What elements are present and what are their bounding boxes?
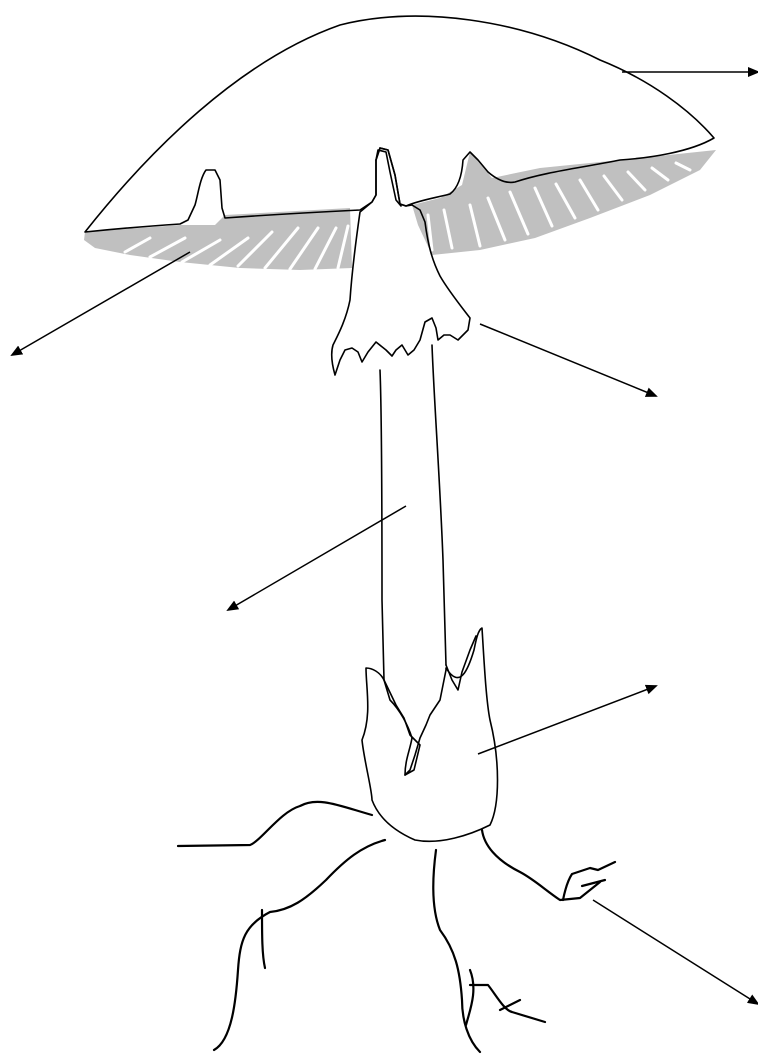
stalk-pointer [228,506,406,610]
mycelium-pointer [593,900,758,1004]
volva [362,628,498,841]
mycelium [178,802,615,1052]
label-pointers [12,72,758,1004]
volva-pointer [478,686,656,754]
gills [84,150,716,270]
stalk [380,345,446,680]
ring [332,148,470,375]
gills-pointer [12,252,190,355]
ring-pointer [480,324,656,396]
